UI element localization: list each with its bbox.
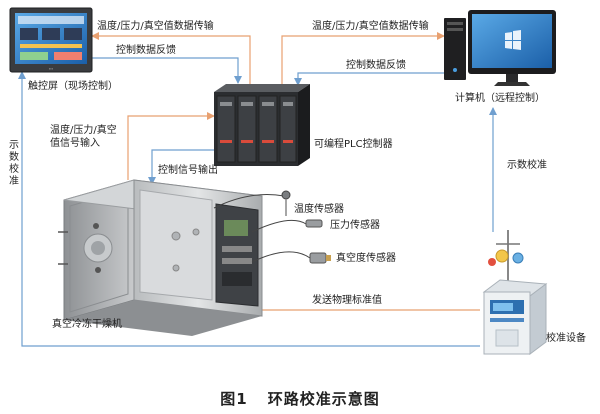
label-indication-left: 示数校准 [9, 140, 19, 187]
figure-number: 图1 [220, 390, 248, 408]
label-control-output: 控制信号输出 [158, 165, 218, 176]
label-plc: 可编程PLC控制器 [314, 139, 393, 150]
arrow-control-output [148, 149, 226, 185]
label-send-standard: 发送物理标准值 [312, 295, 382, 306]
label-data-transfer-right: 温度/压力/真空值数据传输 [312, 21, 429, 32]
label-vacuum-sensor: 真空度传感器 [336, 253, 396, 264]
svg-text:▪▪▪: ▪▪▪ [49, 66, 54, 71]
temperature-sensor-device [213, 190, 291, 216]
label-calibration-device: 校准设备 [546, 333, 586, 344]
touchscreen-device: ▪▪▪ [9, 7, 93, 73]
figure-title: 环路校准示意图 [267, 390, 380, 408]
arrow-indication-left [18, 71, 480, 347]
computer-device [444, 10, 556, 86]
arrow-data-transfer-left [91, 32, 251, 85]
arrow-control-feedback-left [92, 57, 242, 84]
freeze-dryer-device [58, 179, 263, 336]
label-pressure-sensor: 压力传感器 [330, 220, 380, 231]
vacuum-sensor-device [251, 251, 331, 264]
calibration-device [482, 230, 548, 355]
plc-controller-device [214, 84, 310, 166]
label-touchscreen: 触控屏（现场控制） [28, 81, 118, 92]
label-freeze-dryer: 真空冷冻干燥机 [52, 319, 122, 330]
label-computer: 计算机（远程控制） [455, 93, 545, 104]
arrow-data-transfer-right [281, 32, 445, 85]
pressure-sensor-device [251, 219, 323, 233]
figure-caption: 图1 环路校准示意图 [0, 388, 600, 409]
label-control-feedback-right: 控制数据反馈 [346, 60, 406, 71]
label-indication-right: 示数校准 [507, 160, 547, 171]
label-temperature-sensor: 温度传感器 [294, 204, 344, 215]
arrow-signal-input [127, 112, 215, 180]
label-data-transfer-left: 温度/压力/真空值数据传输 [97, 21, 214, 32]
arrow-control-feedback-right [294, 72, 444, 86]
label-control-feedback-left: 控制数据反馈 [116, 45, 176, 56]
label-signal-input: 温度/压力/真空值信号输入 [50, 125, 117, 149]
